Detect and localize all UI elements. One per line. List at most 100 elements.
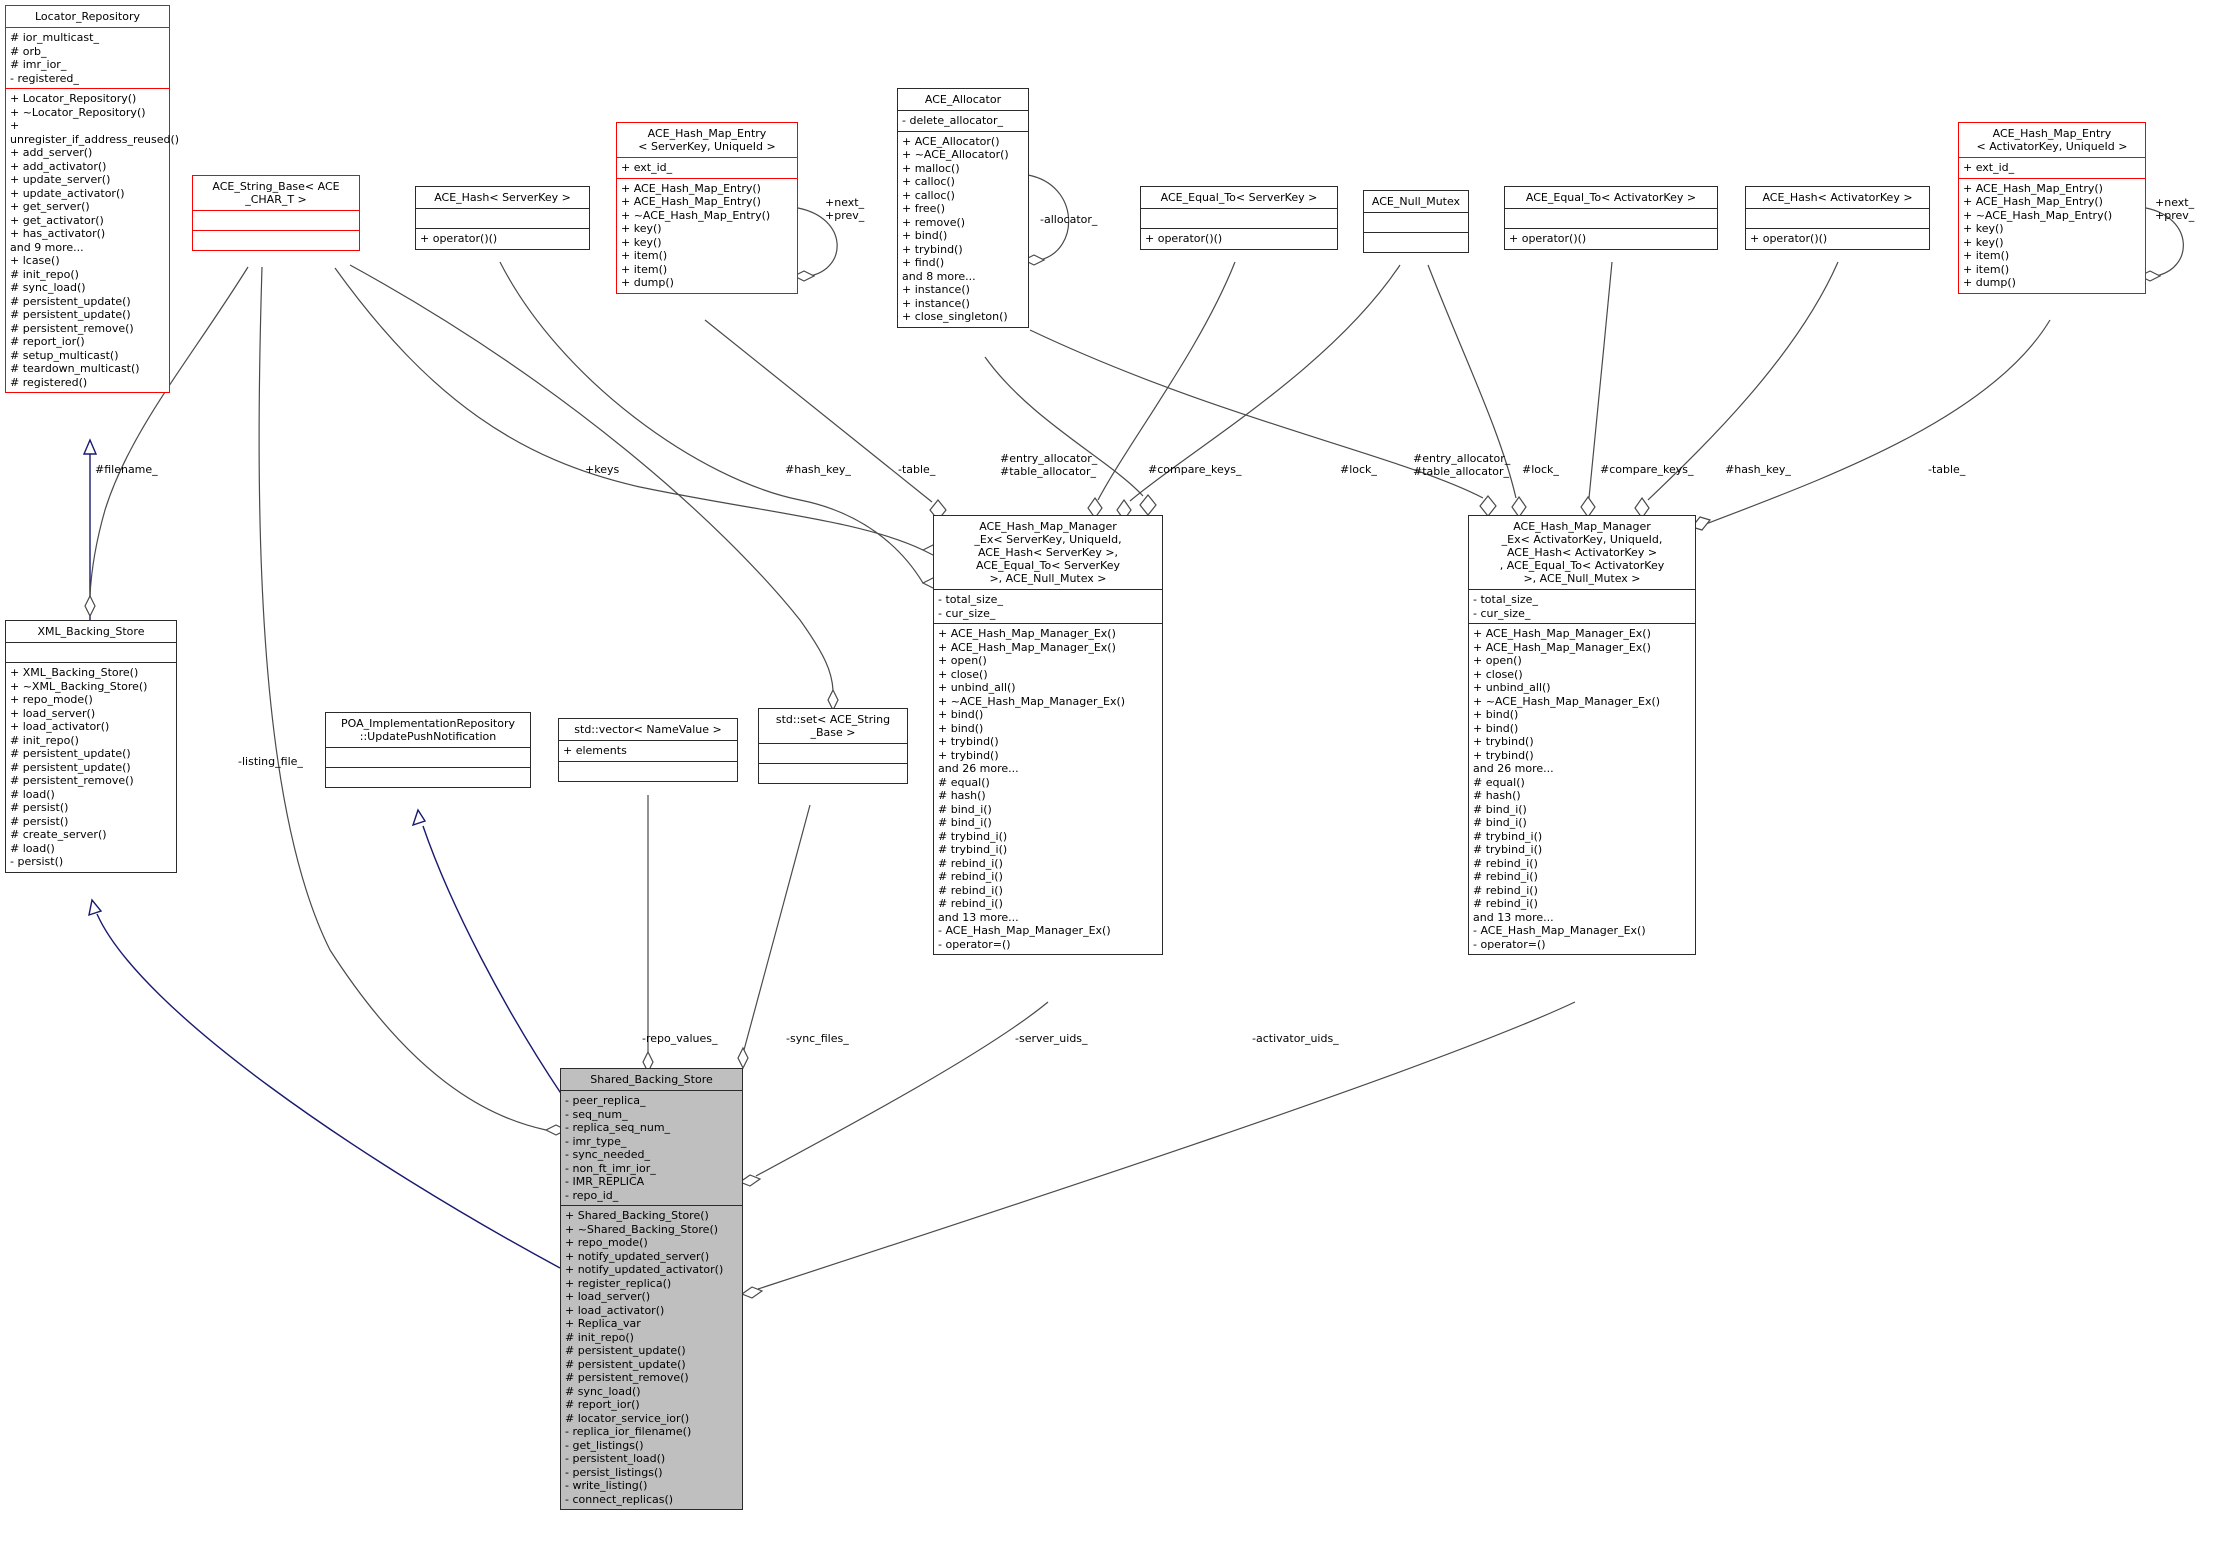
attribute-line: - imr_type_ xyxy=(565,1134,627,1148)
method-line: # trybind_i() xyxy=(1473,843,1543,856)
class-attributes: - total_size_- cur_size_ xyxy=(1469,589,1695,623)
method-line: # report_ior() xyxy=(10,335,85,348)
class-ace-string-base[interactable]: ACE_String_Base< ACE _CHAR_T > xyxy=(192,175,360,251)
method-line: + trybind() xyxy=(902,242,963,256)
class-std-vector-namevalue[interactable]: std::vector< NameValue >+ elements xyxy=(558,718,738,782)
method-line: # init_repo() xyxy=(10,267,79,281)
method-line: # load() xyxy=(10,787,55,801)
edge-label-compare-keys-server: #compare_keys_ xyxy=(1148,463,1242,476)
method-line: and 13 more... xyxy=(1473,910,1554,924)
class-poa-update-push-notification[interactable]: POA_ImplementationRepository ::UpdatePus… xyxy=(325,712,531,788)
method-line: # registered() xyxy=(10,375,88,389)
method-line: + Locator_Repository() xyxy=(10,92,137,105)
diamond-icon xyxy=(1580,495,1596,519)
class-hash-map-entry-serverkey[interactable]: ACE_Hash_Map_Entry < ServerKey, UniqueId… xyxy=(616,122,798,294)
method-line: # persist() xyxy=(10,801,69,814)
method-line: + unregister_if_address_reused() xyxy=(10,119,180,146)
class-hash-map-manager-activator[interactable]: ACE_Hash_Map_Manager _Ex< ActivatorKey, … xyxy=(1468,515,1696,955)
class-attributes: - peer_replica_- seq_num_- replica_seq_n… xyxy=(561,1090,742,1205)
edge-string-to-set xyxy=(349,264,834,691)
class-shared-backing-store[interactable]: Shared_Backing_Store- peer_replica_- seq… xyxy=(560,1068,743,1510)
method-line: + unbind_all() xyxy=(1473,681,1551,694)
method-line: + trybind() xyxy=(1473,748,1534,762)
edge-listing-file xyxy=(258,266,547,1131)
method-line: + calloc() xyxy=(902,188,955,202)
inheritance-arrow-icon xyxy=(82,438,98,455)
method-line: # rebind_i() xyxy=(1473,883,1538,897)
class-ace-hash-activatorkey[interactable]: ACE_Hash< ActivatorKey >+ operator()() xyxy=(1745,186,1930,250)
class-std-set-ace-string-base[interactable]: std::set< ACE_String _Base > xyxy=(758,708,908,784)
method-line: - ACE_Hash_Map_Manager_Ex() xyxy=(938,924,1111,937)
edge-label-hash-key-server: #hash_key_ xyxy=(785,463,851,476)
class-attributes: - delete_allocator_ xyxy=(898,110,1028,131)
method-line: - persistent_load() xyxy=(565,1452,666,1465)
class-xml-backing-store[interactable]: XML_Backing_Store+ XML_Backing_Store()+ … xyxy=(5,620,177,873)
class-ace-equal-to-serverkey[interactable]: ACE_Equal_To< ServerKey >+ operator()() xyxy=(1140,186,1338,250)
class-ace-hash-serverkey[interactable]: ACE_Hash< ServerKey >+ operator()() xyxy=(415,186,590,250)
method-line: + bind() xyxy=(938,721,984,735)
method-line: - persist() xyxy=(10,855,64,868)
method-line: # init_repo() xyxy=(565,1330,634,1344)
edge-label-sync-files: -sync_files_ xyxy=(786,1032,849,1045)
method-line: + Shared_Backing_Store() xyxy=(565,1209,709,1222)
class-methods: + ACE_Hash_Map_Manager_Ex()+ ACE_Hash_Ma… xyxy=(1469,623,1695,954)
edge-label-next-prev-activator: +next_ +prev_ xyxy=(2155,196,2195,222)
method-line: # create_server() xyxy=(10,828,107,841)
class-hash-map-entry-activatorkey[interactable]: ACE_Hash_Map_Entry < ActivatorKey, Uniqu… xyxy=(1958,122,2146,294)
method-line: + repo_mode() xyxy=(565,1236,648,1249)
attribute-line: # imr_ior_ xyxy=(10,58,67,71)
method-line: and 26 more... xyxy=(938,762,1019,775)
method-line: + get_activator() xyxy=(10,213,104,227)
method-line: + ~XML_Backing_Store() xyxy=(10,679,148,693)
method-line: # rebind_i() xyxy=(938,856,1003,870)
method-line: # locator_service_ior() xyxy=(565,1411,690,1425)
class-ace-allocator[interactable]: ACE_Allocator - delete_allocator_ + ACE_Al… xyxy=(897,88,1029,328)
method-line: # hash() xyxy=(938,789,986,802)
method-line: + dump() xyxy=(1963,276,2016,289)
edge-label-server-uids: -server_uids_ xyxy=(1015,1032,1088,1045)
method-line: # persistent_update() xyxy=(10,294,131,308)
class-attributes xyxy=(1746,208,1929,228)
method-line: # bind_i() xyxy=(938,816,992,829)
class-hash-map-manager-server[interactable]: ACE_Hash_Map_Manager _Ex< ServerKey, Uni… xyxy=(933,515,1163,955)
method-line: + load_server() xyxy=(10,706,96,720)
class-attributes: - total_size_- cur_size_ xyxy=(934,589,1162,623)
method-line: # persistent_update() xyxy=(10,760,131,774)
class-locator-repository[interactable]: Locator_Repository# ior_multicast_# orb_… xyxy=(5,5,180,393)
class-methods: + XML_Backing_Store()+ ~XML_Backing_Stor… xyxy=(6,662,176,872)
inheritance-arrow-icon xyxy=(88,898,103,917)
method-line: + ~ACE_Hash_Map_Manager_Ex() xyxy=(1473,694,1661,708)
diamond-icon xyxy=(740,1286,764,1299)
class-title: ACE_Allocator xyxy=(924,93,1002,106)
edge-label-alloc-activator: #entry_allocator_ #table_allocator_ xyxy=(1413,452,1511,478)
class-methods: + Shared_Backing_Store()+ ~Shared_Backin… xyxy=(561,1205,742,1509)
method-line: # persistent_remove() xyxy=(10,321,134,335)
class-ace-equal-to-activatorkey[interactable]: ACE_Equal_To< ActivatorKey >+ operator()… xyxy=(1504,186,1718,250)
edge-label-lock-server: #lock_ xyxy=(1340,463,1377,476)
class-attributes: # ior_multicast_# orb_# imr_ior_- regist… xyxy=(6,27,169,88)
class-title: ACE_Hash< ActivatorKey > xyxy=(1762,191,1913,204)
class-attributes xyxy=(1505,208,1717,228)
method-line: and 9 more... xyxy=(10,240,84,254)
method-line: # persistent_remove() xyxy=(565,1371,689,1384)
method-line: # rebind_i() xyxy=(938,897,1003,910)
method-line: + unbind_all() xyxy=(938,681,1016,694)
method-line: and 8 more... xyxy=(902,269,976,283)
method-line: # persistent_update() xyxy=(10,308,131,321)
method-line: + find() xyxy=(902,256,945,269)
method-line: # sync_load() xyxy=(565,1384,641,1398)
method-line: # load() xyxy=(10,841,55,855)
attribute-line: - replica_seq_num_ xyxy=(565,1121,671,1134)
method-line: + ACE_Hash_Map_Entry() xyxy=(621,181,761,195)
edge-label-compare-keys-activator: #compare_keys_ xyxy=(1600,463,1694,476)
method-line: + repo_mode() xyxy=(10,693,93,706)
method-line: + has_activator() xyxy=(10,227,106,240)
method-line: + update_activator() xyxy=(10,186,125,200)
method-line: # trybind_i() xyxy=(938,829,1008,843)
attribute-line: - delete_allocator_ xyxy=(902,114,1004,127)
class-attributes xyxy=(326,747,530,767)
class-methods: + ACE_Allocator()+ ~ACE_Allocator()+ mal… xyxy=(898,130,1028,327)
class-methods: + ACE_Hash_Map_Manager_Ex()+ ACE_Hash_Ma… xyxy=(934,623,1162,954)
class-ace-null-mutex[interactable]: ACE_Null_Mutex xyxy=(1363,190,1469,253)
edge-server-uids xyxy=(755,1001,1049,1177)
